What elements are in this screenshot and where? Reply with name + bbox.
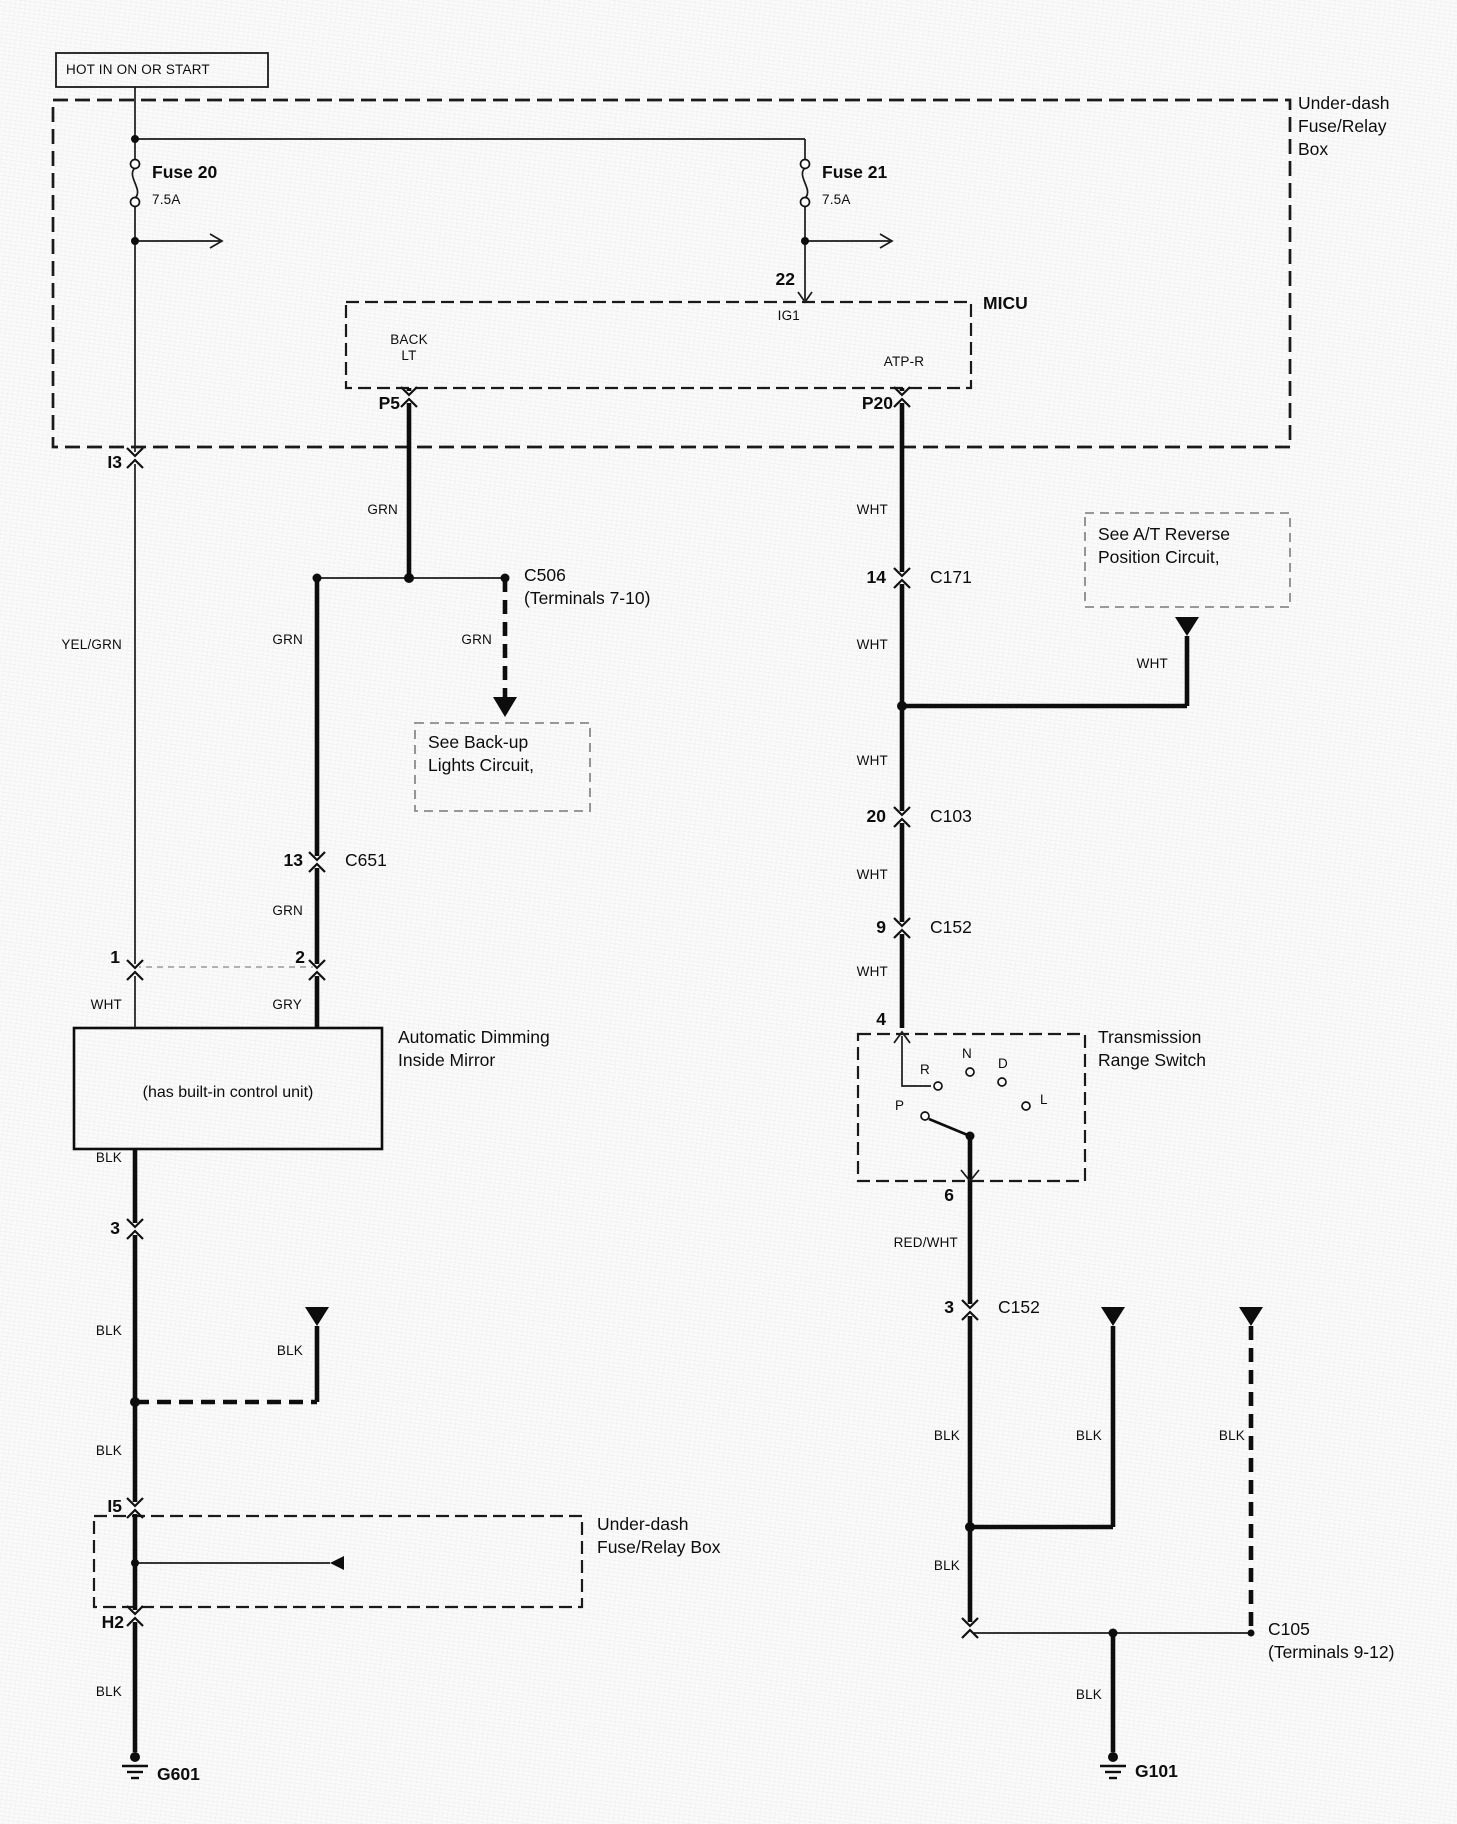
see-backup-note-line2: Lights Circuit, <box>428 755 535 775</box>
wire-color-blk-r2: BLK <box>1075 1428 1102 1443</box>
wire-color-blk1: BLK <box>95 1150 122 1165</box>
pin-1-label: 1 <box>110 947 120 967</box>
offpage-arrow-triangles <box>305 617 1263 1570</box>
wire-color-redwht: RED/WHT <box>893 1235 958 1250</box>
fuse21-label: Fuse 21 <box>822 162 888 182</box>
wire-color-gry: GRY <box>272 997 302 1012</box>
mirror-inner-note: (has built-in control unit) <box>142 1084 314 1101</box>
fuse20-label: Fuse 20 <box>152 162 218 182</box>
connector-c506: C506 <box>524 565 566 585</box>
junction-dots <box>130 135 1255 1638</box>
fuse21-symbol <box>799 158 811 208</box>
mirror-name-line1: Automatic Dimming <box>398 1027 550 1047</box>
fusebox-title-line3: Box <box>1298 139 1329 159</box>
micu-title: MICU <box>983 293 1028 313</box>
wire-color-wht4: WHT <box>856 753 888 768</box>
trs-position-n: N <box>962 1046 972 1061</box>
ground-symbol-g601 <box>120 1750 150 1780</box>
trs-position-d: D <box>998 1056 1008 1071</box>
micu-back-pin-line1: BACK <box>390 332 428 347</box>
wire-color-blk-r1: BLK <box>933 1428 960 1443</box>
connector-c152-lower: C152 <box>998 1297 1040 1317</box>
pin-i3-label: I3 <box>107 452 122 472</box>
connector-c105: C105 <box>1268 1619 1310 1639</box>
wire-color-wht5: WHT <box>856 867 888 882</box>
middle-circuit-wires <box>314 388 508 1028</box>
connector-c171: C171 <box>930 567 972 587</box>
trs-name-line1: Transmission <box>1098 1027 1202 1047</box>
mirror-name-line2: Inside Mirror <box>398 1050 496 1070</box>
wire-color-wht-left: WHT <box>90 997 122 1012</box>
pin-22-label: 22 <box>775 269 795 289</box>
wire-color-wht2: WHT <box>856 637 888 652</box>
wire-color-grn2: GRN <box>272 903 303 918</box>
wire-color-grn-p5: GRN <box>367 502 398 517</box>
ground-g101-label: G101 <box>1135 1761 1178 1781</box>
transmission-range-switch-internals <box>893 1030 1031 1183</box>
pin-i5-label: I5 <box>107 1496 122 1516</box>
pin-2-label: 2 <box>295 947 305 967</box>
see-at-reverse-note-line2: Position Circuit, <box>1098 547 1220 567</box>
pin-h2-label: H2 <box>101 1612 124 1632</box>
see-backup-note-line1: See Back-up <box>428 732 529 752</box>
micu-atpr-pin: ATP-R <box>883 354 925 369</box>
connector-c506-terminals: (Terminals 7-10) <box>524 588 651 608</box>
micu-back-pin-line2: LT <box>401 348 417 363</box>
pin-4-label: 4 <box>876 1009 886 1029</box>
connector-c103: C103 <box>930 806 972 826</box>
wire-color-blk2: BLK <box>95 1323 122 1338</box>
wire-color-wht3: WHT <box>1136 656 1168 671</box>
pin-p20-label: P20 <box>861 393 893 413</box>
left-feed-wires <box>134 87 894 1028</box>
hot-in-label: HOT IN ON OR START <box>66 62 210 77</box>
wire-color-grn-right: GRN <box>461 632 492 647</box>
bottom-fusebox-title-line2: Fuse/Relay Box <box>597 1537 721 1557</box>
wire-color-blk-r3: BLK <box>1218 1428 1245 1443</box>
fusebox-title-line2: Fuse/Relay <box>1298 116 1387 136</box>
pin-6-label: 6 <box>944 1185 954 1205</box>
pin-13-label: 13 <box>283 850 303 870</box>
connector-c105-terminals: (Terminals 9-12) <box>1268 1642 1395 1662</box>
left-ground-wires <box>132 966 330 1752</box>
trs-position-r: R <box>920 1062 930 1077</box>
ground-g601-label: G601 <box>157 1764 200 1784</box>
pin-3-right-label: 3 <box>944 1297 954 1317</box>
connector-c651: C651 <box>345 850 387 870</box>
outline-boxes <box>51 52 1292 1609</box>
wire-color-blk4: BLK <box>95 1443 122 1458</box>
wire-color-yelgrn: YEL/GRN <box>61 637 122 652</box>
wire-color-blk-r5: BLK <box>1075 1687 1102 1702</box>
fusebox-title-line1: Under-dash <box>1298 93 1390 113</box>
ground-symbol-g101 <box>1098 1750 1128 1780</box>
fuse21-rating: 7.5A <box>822 192 851 207</box>
trs-name-line2: Range Switch <box>1098 1050 1206 1070</box>
pin-3-left-label: 3 <box>110 1218 120 1238</box>
pin-14-label: 14 <box>866 567 886 587</box>
fuse20-rating: 7.5A <box>152 192 181 207</box>
trs-position-l: L <box>1040 1092 1048 1107</box>
micu-ig1-pin: IG1 <box>777 308 800 323</box>
wire-color-blk-r4: BLK <box>933 1558 960 1573</box>
pin-p5-label: P5 <box>378 393 400 413</box>
wire-color-wht6: WHT <box>856 964 888 979</box>
wire-color-grn-left: GRN <box>272 632 303 647</box>
see-at-reverse-note-line1: See A/T Reverse <box>1098 524 1230 544</box>
pin-9-label: 9 <box>876 917 886 937</box>
wire-color-blk3: BLK <box>276 1343 303 1358</box>
bottom-fusebox-title-line1: Under-dash <box>597 1514 689 1534</box>
pin-20-label: 20 <box>866 806 886 826</box>
connector-c152-upper: C152 <box>930 917 972 937</box>
wire-color-blk5: BLK <box>95 1684 122 1699</box>
trs-position-p: P <box>895 1098 905 1113</box>
wire-color-wht1: WHT <box>856 502 888 517</box>
fuse20-symbol <box>129 158 141 208</box>
